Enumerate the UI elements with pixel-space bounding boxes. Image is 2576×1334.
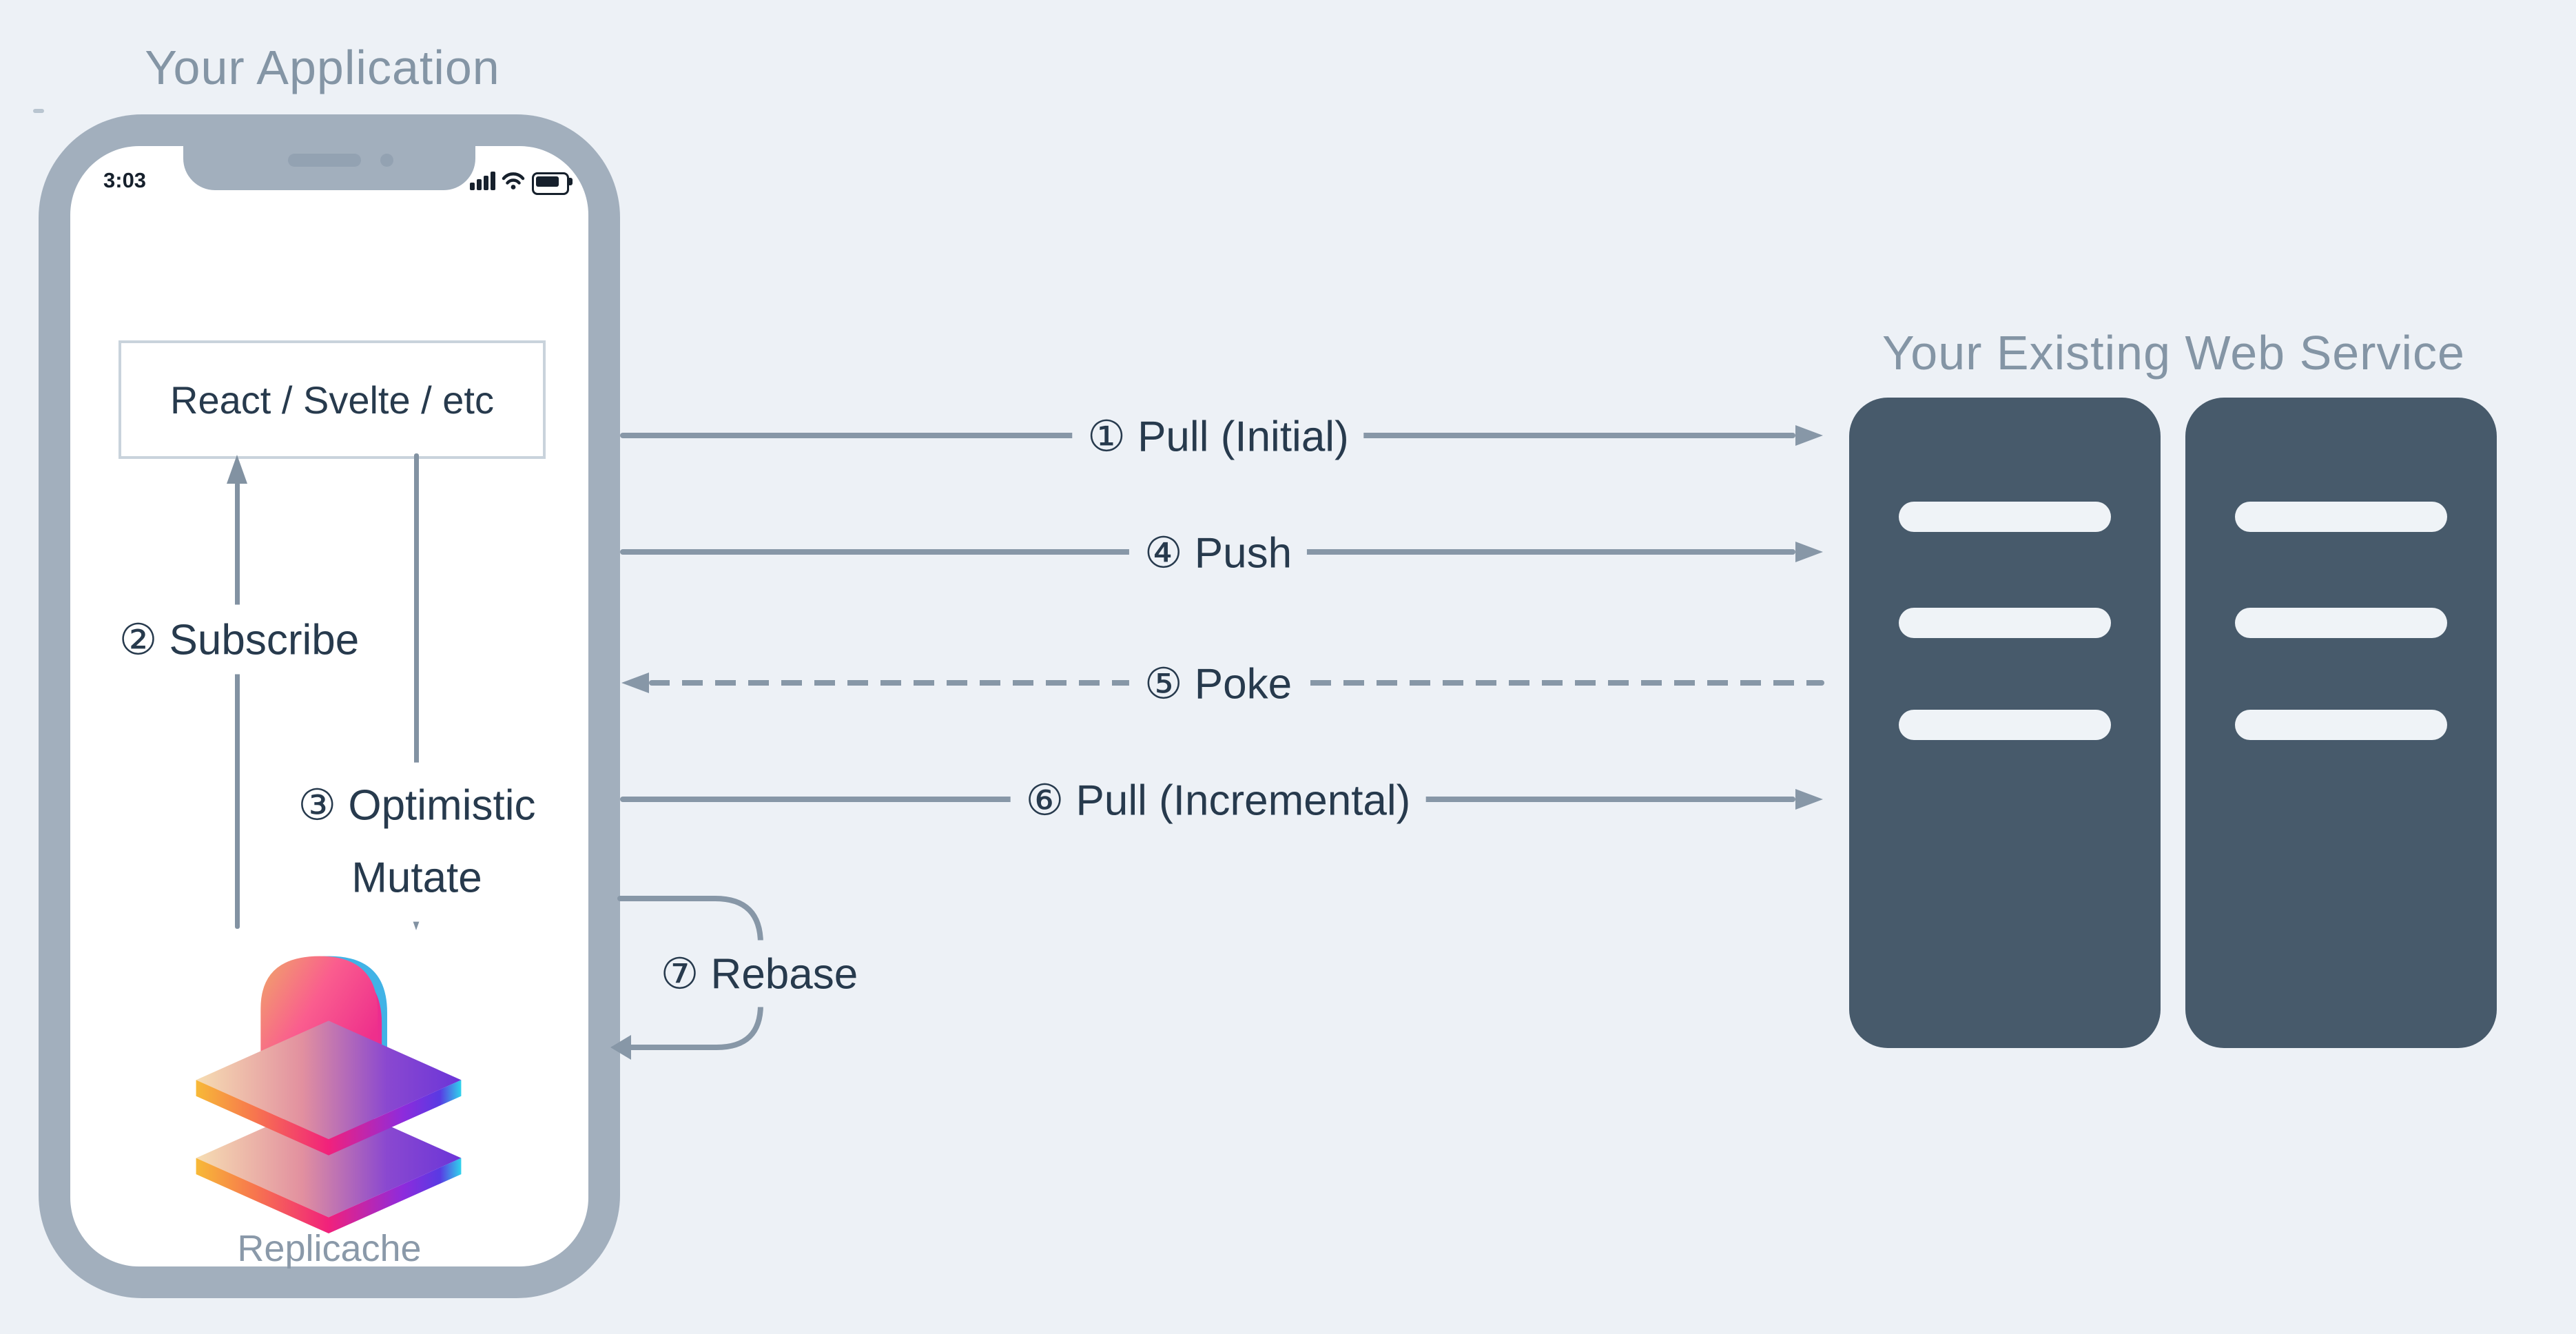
server-slot: [2235, 710, 2447, 740]
framework-box-label: React / Svelte / etc: [170, 378, 494, 422]
server-slot: [2235, 608, 2447, 638]
logo-plate1-bevel: [196, 1080, 462, 1156]
battery-nub: [569, 178, 573, 185]
decorative-dash: [33, 109, 44, 113]
optimistic-mutate-label: ③ Optimistic Mutate: [284, 762, 550, 922]
rebase-arrowhead-icon: [610, 1035, 631, 1060]
application-title: Your Application: [145, 41, 500, 94]
subscribe-label: ② Subscribe: [107, 604, 371, 675]
replicache-logo: [196, 956, 462, 1234]
optimistic-mutate-line1: ③ Optimistic: [298, 781, 536, 830]
pull-initial-label: ① Pull (Initial): [1072, 404, 1364, 469]
speaker-grille-icon: [288, 154, 361, 167]
mutate-arrow-line: [414, 453, 419, 903]
wifi-icon: [502, 172, 525, 189]
pull-incremental-arrowhead-icon: [1795, 789, 1823, 810]
logo-plate2-bevel: [196, 1158, 462, 1234]
framework-box: React / Svelte / etc: [119, 340, 546, 459]
optimistic-mutate-line2: Mutate: [351, 854, 482, 902]
pull-incremental-label: ⑥ Pull (Incremental): [1010, 768, 1426, 832]
phone-notch: [183, 146, 475, 190]
web-service-title: Your Existing Web Service: [1882, 326, 2465, 380]
battery-icon: [532, 172, 569, 195]
status-bar-time: 3:03: [103, 168, 147, 192]
subscribe-arrow-line: [235, 482, 240, 929]
logo-plate1-top: [196, 1020, 462, 1140]
server-rack-2: [2185, 398, 2497, 1048]
server-slot: [1899, 502, 2111, 532]
server-rack-1: [1849, 398, 2161, 1048]
push-label: ④ Push: [1129, 520, 1308, 585]
poke-arrowhead-icon: [621, 673, 649, 693]
subscribe-arrowhead-up-icon: [227, 455, 247, 484]
replicache-caption: Replicache: [237, 1228, 422, 1269]
push-arrowhead-icon: [1795, 542, 1823, 562]
camera-dot-icon: [380, 154, 393, 167]
signal-bars-icon: [470, 171, 497, 190]
server-slot: [1899, 710, 2111, 740]
poke-label: ⑤ Poke: [1129, 651, 1308, 716]
pull-initial-arrowhead-icon: [1795, 425, 1823, 446]
rebase-loop-arrow: [610, 896, 763, 1060]
rebase-label: ⑦ Rebase: [648, 940, 871, 1007]
server-slot: [1899, 608, 2111, 638]
server-slot: [2235, 502, 2447, 532]
battery-fill: [536, 176, 559, 187]
